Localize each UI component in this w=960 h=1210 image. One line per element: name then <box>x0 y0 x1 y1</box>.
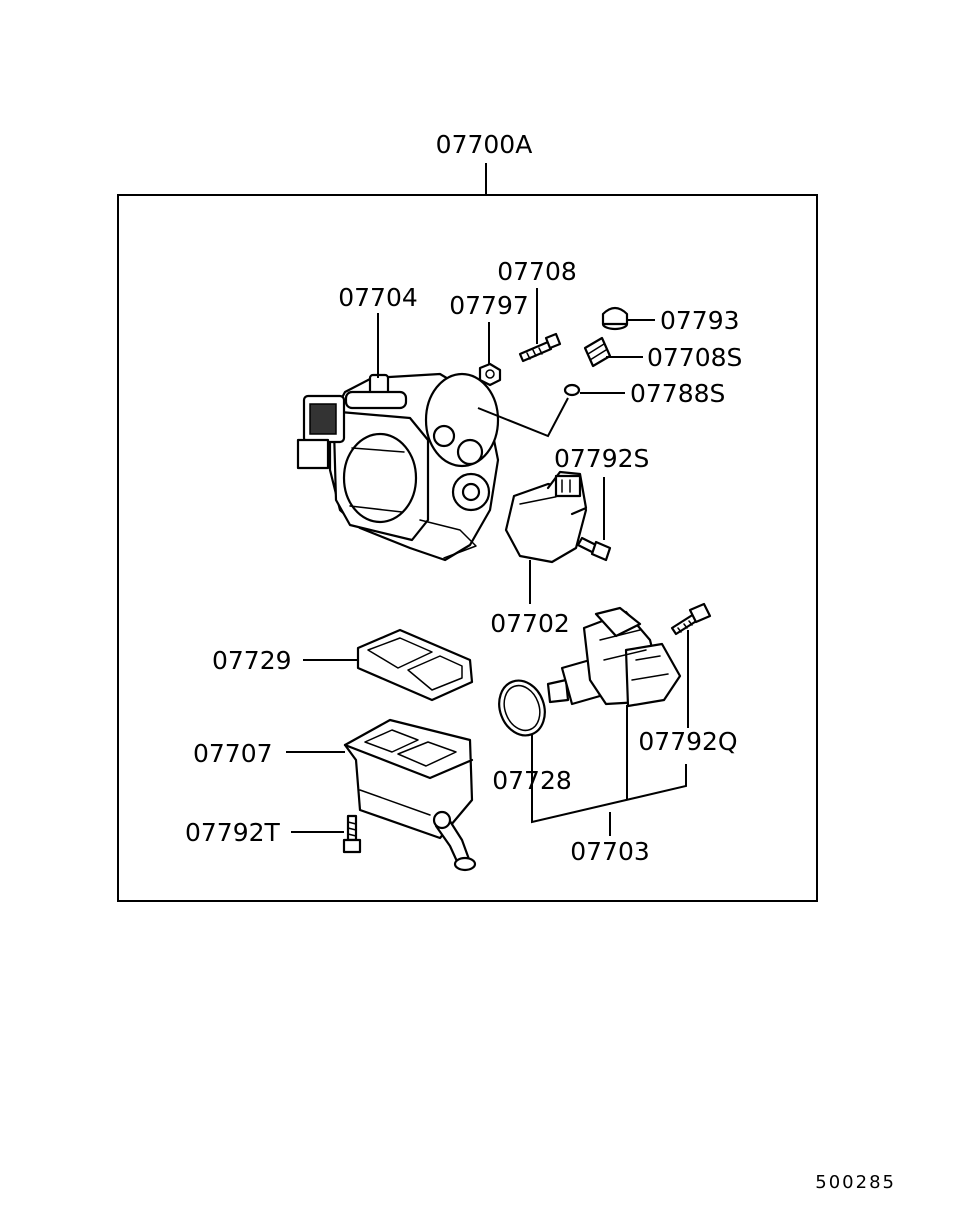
label-07792Q[interactable]: 07792Q <box>638 727 737 756</box>
housing-screw-illustration[interactable] <box>342 814 362 854</box>
label-07703[interactable]: 07703 <box>570 837 650 866</box>
label-07704[interactable]: 07704 <box>338 283 418 312</box>
motor-screw-illustration[interactable] <box>670 602 712 636</box>
sensor-screw-illustration[interactable] <box>576 536 612 562</box>
label-07788S[interactable]: 07788S <box>630 379 725 408</box>
label-07793[interactable]: 07793 <box>660 306 740 335</box>
position-sensor-illustration[interactable] <box>504 470 588 564</box>
label-07708S[interactable]: 07708S <box>647 343 742 372</box>
label-07729[interactable]: 07729 <box>212 646 292 675</box>
throttle-body-illustration[interactable] <box>296 372 500 562</box>
leader-07703-bracket <box>531 764 687 824</box>
screw-illustration[interactable] <box>518 332 562 363</box>
idle-speed-motor-illustration[interactable] <box>546 606 682 708</box>
leader-07788S-to-body <box>477 397 569 438</box>
label-07707[interactable]: 07707 <box>193 739 273 768</box>
small-ring-illustration[interactable] <box>563 383 581 397</box>
assembly-label[interactable]: 07700A <box>436 130 533 159</box>
label-07702[interactable]: 07702 <box>490 609 570 638</box>
label-07708[interactable]: 07708 <box>497 257 577 286</box>
assembly-frame <box>117 194 818 902</box>
gasket-illustration[interactable] <box>356 628 474 702</box>
nut-illustration[interactable] <box>478 362 502 387</box>
o-ring-illustration[interactable] <box>492 674 552 742</box>
cap-illustration[interactable] <box>601 306 629 331</box>
label-07792S[interactable]: 07792S <box>554 444 649 473</box>
adjust-screw-illustration[interactable] <box>583 336 612 368</box>
label-07797[interactable]: 07797 <box>449 291 529 320</box>
label-07792T[interactable]: 07792T <box>185 818 281 847</box>
idle-air-housing-illustration[interactable] <box>343 718 477 872</box>
reference-number: 500285 <box>815 1172 896 1193</box>
